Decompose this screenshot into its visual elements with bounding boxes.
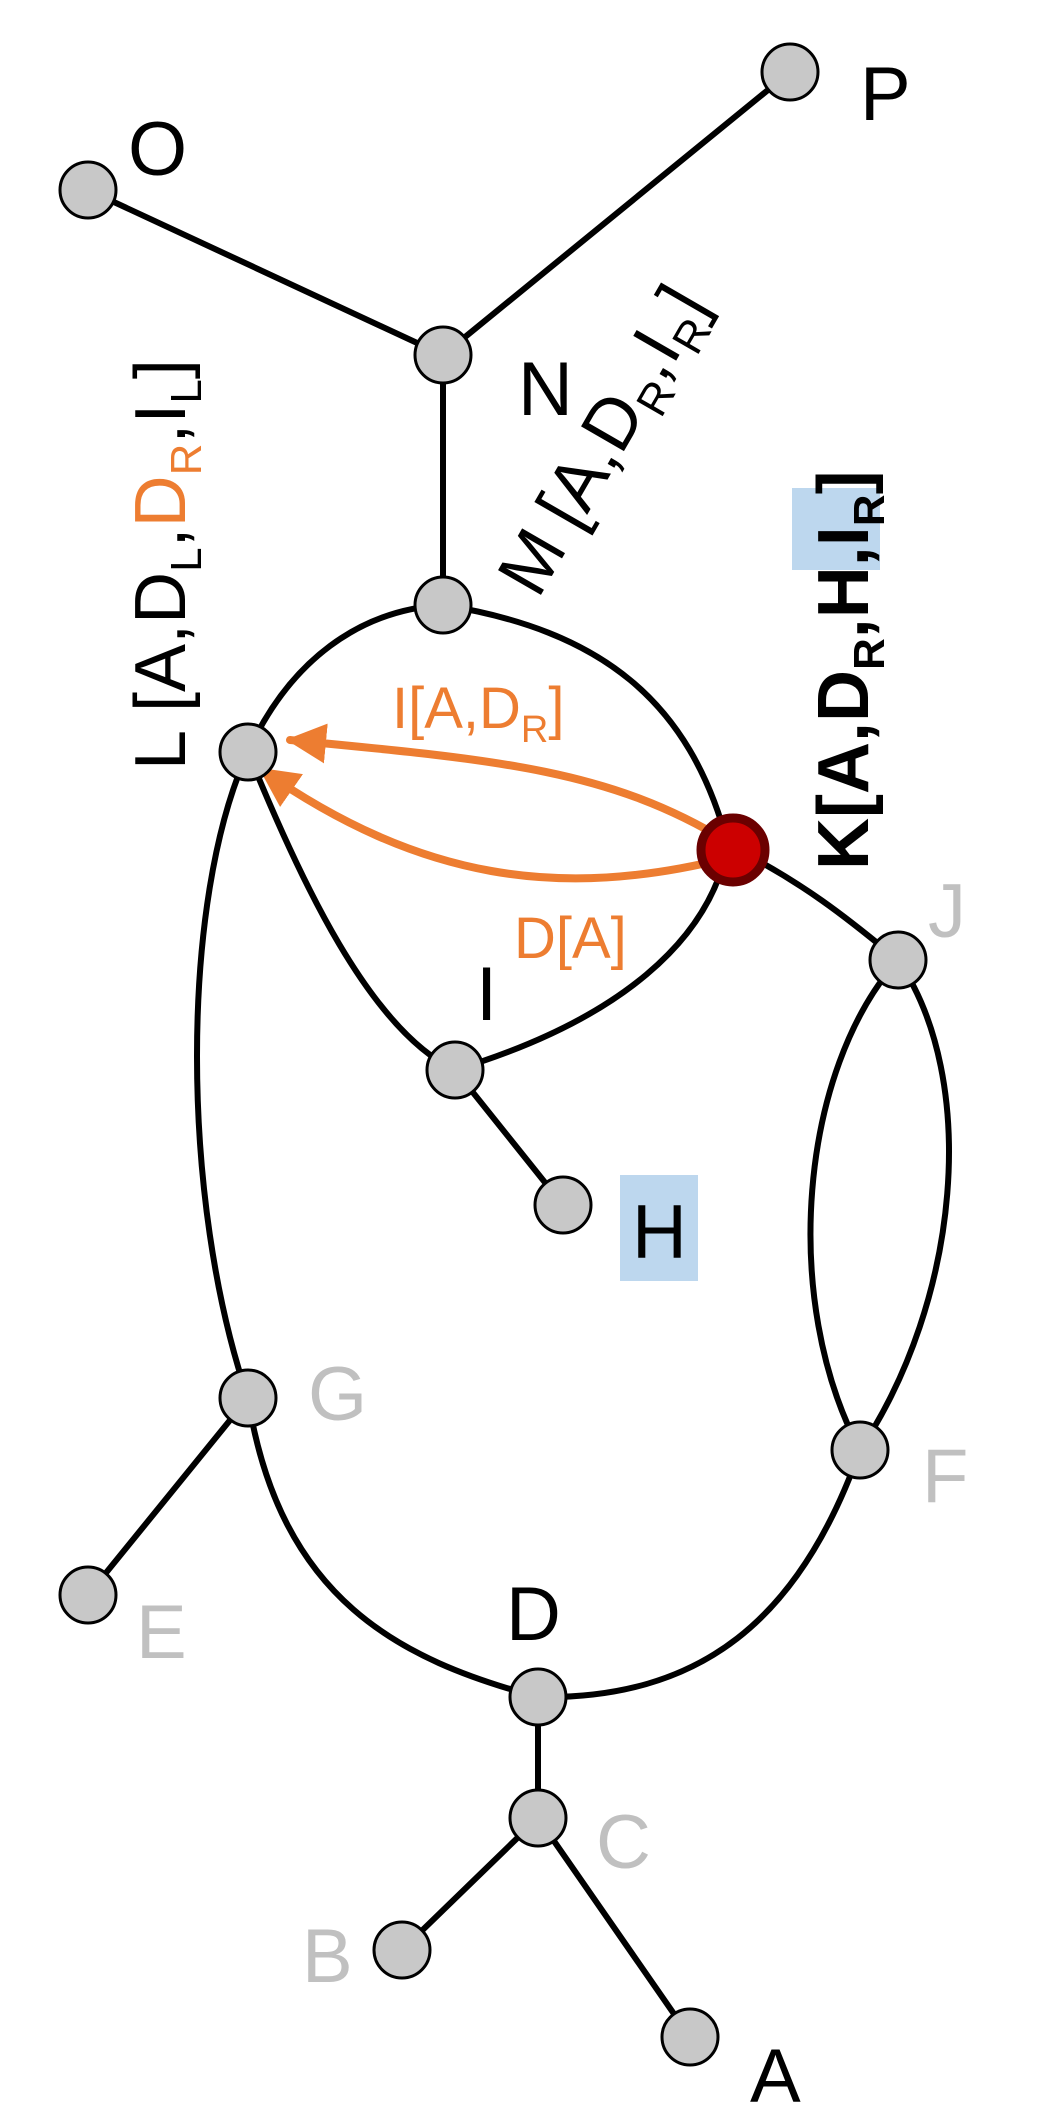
node-n	[413, 325, 473, 385]
edge-g-d	[245, 1395, 541, 1700]
node-k-active	[696, 813, 770, 887]
label-m-group: M[A,DR,IR]	[483, 272, 732, 613]
label-k-open: [A,D	[804, 670, 884, 818]
label-l-sep: ,	[121, 527, 201, 547]
label-k-group: K[A,DR,H,IR]	[804, 470, 894, 870]
node-j	[868, 930, 928, 990]
node-g	[218, 1368, 278, 1428]
label-b: B	[302, 1914, 353, 1999]
label-o: O	[128, 107, 187, 192]
arrow-i-top	[286, 723, 732, 846]
arrow-d-bottom	[258, 766, 732, 883]
node-i	[425, 1040, 485, 1100]
label-g: G	[308, 1352, 367, 1437]
label-d: D	[506, 1572, 561, 1657]
label-c: C	[596, 1800, 651, 1885]
node-c	[508, 1788, 568, 1848]
node-l	[218, 722, 278, 782]
label-k-sub2: R	[845, 494, 894, 526]
label-h: H	[632, 1190, 687, 1275]
arrow-top-text: I[A,D	[392, 676, 521, 741]
edge-f-d	[535, 1447, 863, 1701]
edge-l-g	[194, 749, 251, 1401]
node-d	[508, 1667, 568, 1727]
label-f: F	[922, 1434, 968, 1519]
edge-j-f-left	[807, 957, 901, 1453]
label-l: L[A,DL,DR,IL]	[121, 359, 211, 770]
label-l-sub1: L	[162, 547, 211, 571]
node-o	[58, 160, 118, 220]
label-a: A	[750, 2034, 801, 2119]
edge-c-a	[535, 1815, 693, 2040]
label-l-close: ]	[121, 359, 201, 379]
label-k-sub1: R	[845, 638, 894, 670]
label-k-close: ]	[804, 470, 884, 494]
edge-o-n	[85, 187, 446, 358]
arrows	[258, 723, 732, 883]
node-a	[660, 2007, 720, 2067]
node-f	[830, 1420, 890, 1480]
label-m: M[A,DR,IR]	[483, 272, 732, 613]
label-k-sep: ,	[804, 618, 884, 638]
label-k: K[A,DR,H,IR]	[804, 470, 894, 870]
node-b	[372, 1920, 432, 1980]
arrow-top-label: I[A,DR]	[392, 676, 565, 751]
edge-j-f-right	[857, 957, 952, 1453]
label-l-sub2: R	[162, 444, 211, 476]
arrow-bottom-label: D[A]	[514, 906, 627, 971]
label-e: E	[136, 1590, 187, 1675]
label-k-h-highlight	[792, 488, 880, 570]
label-l-name: L	[121, 730, 201, 770]
label-k-name: K	[804, 818, 884, 870]
label-l-d: D	[121, 475, 201, 527]
label-l-group: L[A,DL,DR,IL]	[121, 359, 211, 770]
arrow-top-close: ]	[548, 676, 564, 741]
label-l-open: [A,D	[121, 572, 201, 712]
label-i: I	[476, 952, 497, 1037]
label-m-name: M	[483, 516, 582, 608]
label-h-highlight	[620, 1175, 698, 1281]
label-k-h: H	[804, 566, 884, 618]
arrow-top-sub: R	[521, 709, 548, 751]
edge-m-k	[440, 602, 731, 848]
node-labels: O P N I H J F G E D C B A	[128, 52, 968, 2119]
node-h	[533, 1175, 593, 1235]
node-e	[58, 1565, 118, 1625]
edge-g-e	[85, 1395, 251, 1598]
label-n: N	[518, 347, 573, 432]
nodes	[58, 42, 928, 2067]
edge-c-b	[399, 1815, 541, 1953]
edge-l-i	[245, 749, 458, 1073]
label-p: P	[860, 52, 911, 137]
label-l-sub3: L	[162, 379, 211, 403]
node-p	[760, 42, 820, 102]
node-m	[413, 575, 473, 635]
label-j: J	[928, 869, 966, 954]
edge-m-l	[245, 602, 446, 755]
label-k-comma: ,I	[804, 526, 884, 566]
edge-p-n	[440, 69, 793, 358]
label-l-comma: ,I	[121, 404, 201, 444]
